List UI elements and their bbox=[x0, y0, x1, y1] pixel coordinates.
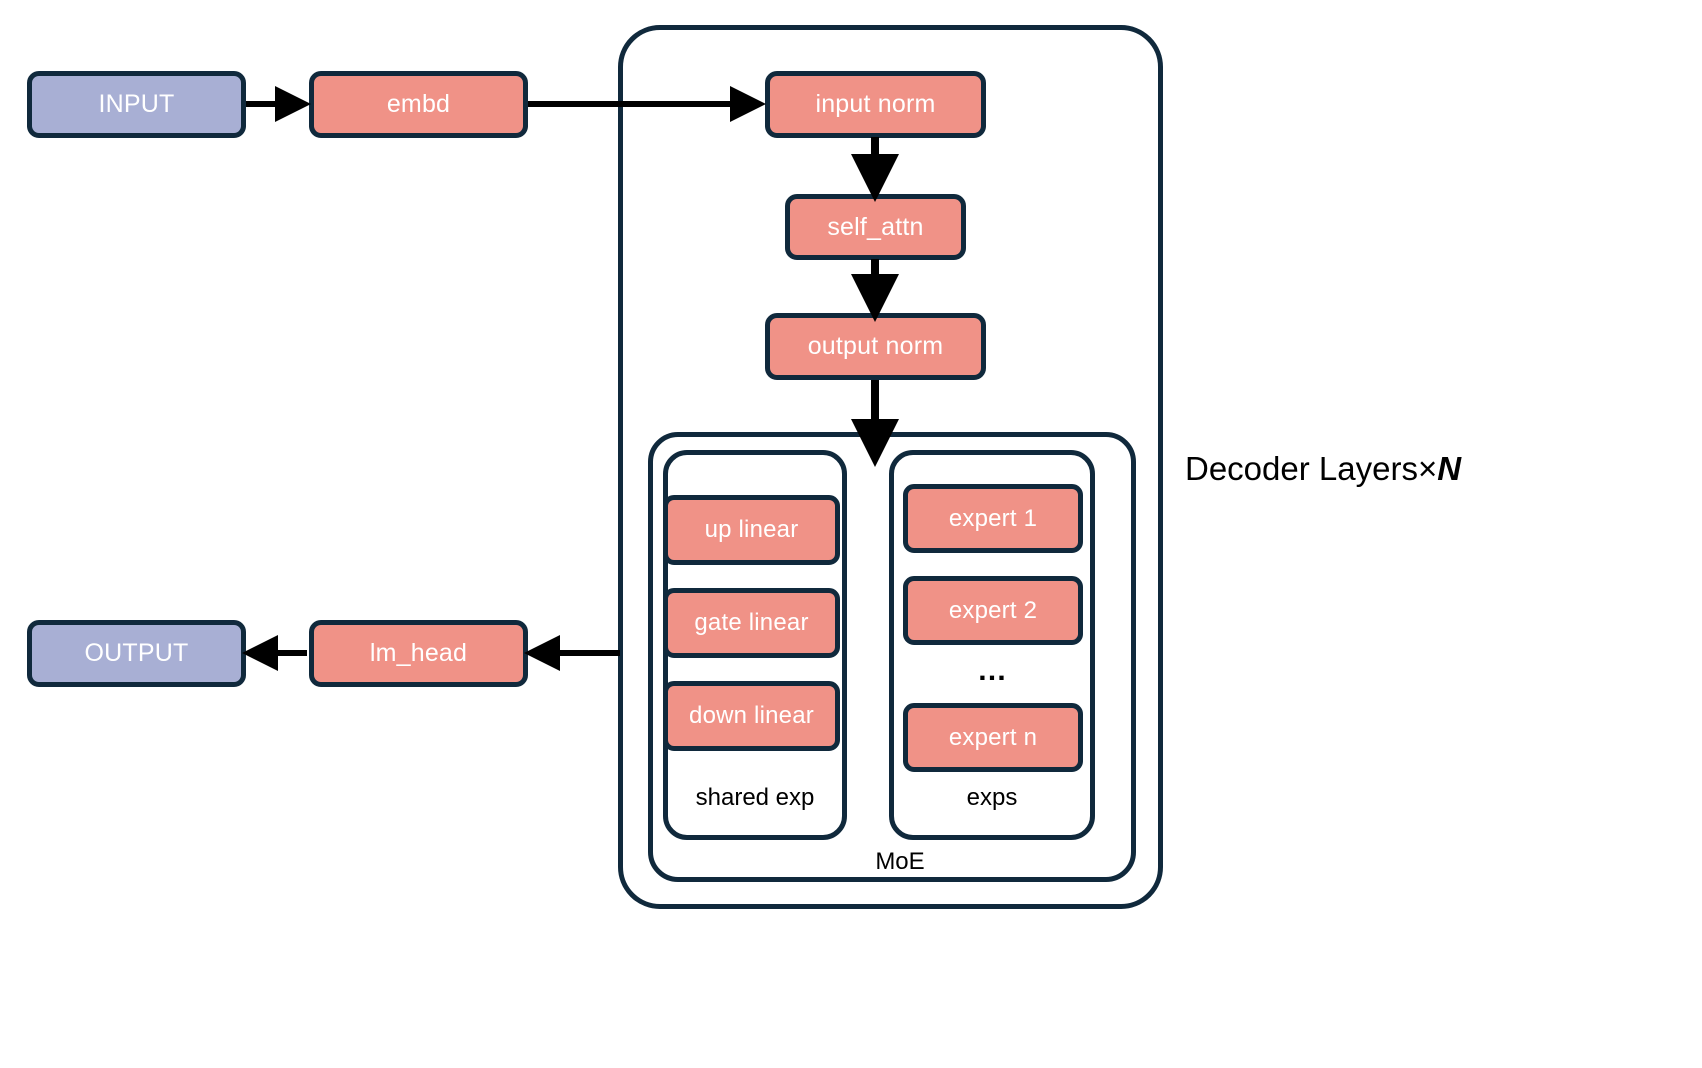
node-up-linear[interactable]: up linear bbox=[663, 495, 840, 565]
node-down-linear[interactable]: down linear bbox=[663, 681, 840, 751]
node-gate-linear[interactable]: gate linear bbox=[663, 588, 840, 658]
experts-ellipsis: … bbox=[977, 654, 1009, 687]
node-output-norm[interactable]: output norm bbox=[765, 313, 986, 380]
node-embd[interactable]: embd bbox=[309, 71, 528, 138]
decoder-layers-annotation: Decoder Layers×N bbox=[1185, 452, 1461, 485]
node-self-attn[interactable]: self_attn bbox=[785, 194, 966, 260]
node-lm-head[interactable]: lm_head bbox=[309, 620, 528, 687]
moe-group-label: MoE bbox=[875, 848, 925, 875]
node-input-norm[interactable]: input norm bbox=[765, 71, 986, 138]
node-expert-2[interactable]: expert 2 bbox=[903, 576, 1083, 645]
experts-group-label: exps bbox=[966, 784, 1018, 811]
node-expert-n[interactable]: expert n bbox=[903, 703, 1083, 772]
shared-expert-label: shared exp bbox=[695, 784, 815, 811]
node-output[interactable]: OUTPUT bbox=[27, 620, 246, 687]
node-input[interactable]: INPUT bbox=[27, 71, 246, 138]
decoder-annotation-prefix: Decoder Layers× bbox=[1185, 450, 1438, 487]
node-expert-1[interactable]: expert 1 bbox=[903, 484, 1083, 553]
decoder-annotation-variable: N bbox=[1437, 450, 1462, 487]
